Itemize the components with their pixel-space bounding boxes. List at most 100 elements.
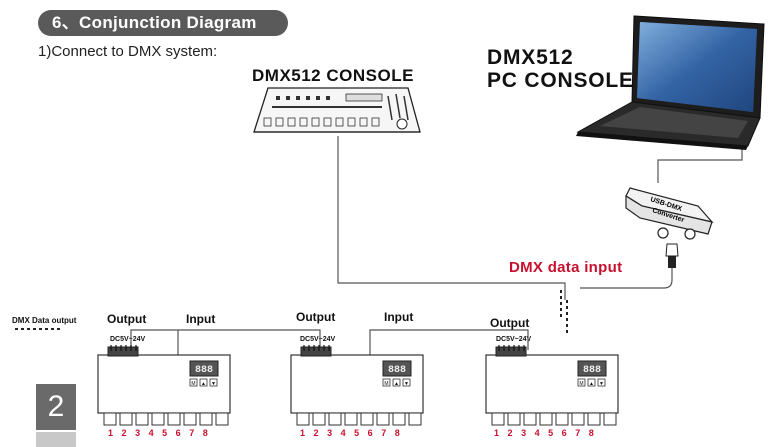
output-terminal bbox=[491, 412, 505, 426]
output-terminal bbox=[167, 412, 181, 426]
pc-console-label-line1: DMX512 bbox=[487, 46, 574, 69]
dmx-console bbox=[253, 87, 421, 133]
output-terminal bbox=[103, 412, 117, 426]
pin-number: 8 bbox=[202, 428, 208, 438]
subtitle: 1)Connect to DMX system: bbox=[38, 43, 218, 60]
control-button bbox=[199, 378, 208, 387]
pc-console-label-line2: PC CONSOLE bbox=[487, 69, 634, 92]
control-button-label: ▼ bbox=[404, 381, 409, 387]
pin-number: 4 bbox=[340, 428, 346, 438]
control-button bbox=[392, 378, 401, 387]
output-terminal bbox=[119, 412, 133, 426]
led-display bbox=[382, 360, 412, 377]
control-button-label: ▲ bbox=[589, 381, 594, 387]
converter-wire bbox=[580, 265, 673, 289]
page-number: 2 bbox=[36, 384, 76, 430]
usb-dmx-converter: USB-DMX Converter bbox=[625, 187, 714, 268]
console-wire bbox=[337, 136, 566, 300]
decoder-1-pin-numbers: 1 2 3 4 5 6 7 8 bbox=[108, 428, 208, 438]
output-terminal bbox=[376, 412, 390, 426]
page-strip bbox=[36, 432, 76, 447]
output-terminal bbox=[360, 412, 374, 426]
control-button bbox=[587, 378, 596, 387]
pin-number: 7 bbox=[381, 428, 387, 438]
dmx-console-label: DMX512 CONSOLE bbox=[252, 66, 414, 85]
control-button-label: ▲ bbox=[394, 381, 399, 387]
output-terminal bbox=[215, 412, 229, 426]
output-terminal bbox=[507, 412, 521, 426]
output-terminal bbox=[135, 412, 149, 426]
led-display-text: 888 bbox=[583, 365, 601, 376]
control-button-label: ▼ bbox=[211, 381, 216, 387]
pin-number: 4 bbox=[534, 428, 540, 438]
pin-number: 1 bbox=[300, 428, 306, 438]
output-terminal bbox=[199, 412, 213, 426]
wires bbox=[130, 136, 743, 360]
link-1-2-b bbox=[178, 329, 321, 350]
control-button-label: M bbox=[579, 381, 583, 387]
output-terminal bbox=[587, 412, 601, 426]
pin-number: 2 bbox=[507, 428, 513, 438]
control-button-label: ▼ bbox=[599, 381, 604, 387]
output-terminal bbox=[344, 412, 358, 426]
pin-number: 5 bbox=[162, 428, 168, 438]
pin-number: 3 bbox=[135, 428, 141, 438]
link-1-2-a bbox=[130, 329, 179, 360]
decoder-3-pin-numbers: 1 2 3 4 5 6 7 8 bbox=[494, 428, 594, 438]
output-terminal bbox=[523, 412, 537, 426]
pin-number: 8 bbox=[588, 428, 594, 438]
pin-number: 1 bbox=[108, 428, 114, 438]
output-terminal bbox=[328, 412, 342, 426]
decoder-2-pin-numbers: 1 2 3 4 5 6 7 8 bbox=[300, 428, 400, 438]
control-button bbox=[209, 378, 218, 387]
control-button bbox=[577, 378, 586, 387]
pin-number: 8 bbox=[394, 428, 400, 438]
output-terminal bbox=[408, 412, 422, 426]
pin-number: 7 bbox=[189, 428, 195, 438]
output-terminal bbox=[603, 412, 617, 426]
control-button bbox=[597, 378, 606, 387]
output-terminal bbox=[151, 412, 165, 426]
output-terminal bbox=[392, 412, 406, 426]
dmx-data-output-label: DMX Data output bbox=[12, 316, 77, 325]
power-terminal bbox=[495, 346, 527, 357]
control-button-label: M bbox=[384, 381, 388, 387]
dotted-connections bbox=[15, 290, 568, 335]
decoder-1-power-label: DC5V~24V bbox=[110, 336, 146, 343]
pin-number: 5 bbox=[354, 428, 360, 438]
decoder-1-output-label: Output bbox=[107, 312, 147, 326]
section-title: 6、Conjunction Diagram bbox=[38, 10, 288, 36]
pin-number: 1 bbox=[494, 428, 500, 438]
output-terminal bbox=[539, 412, 553, 426]
decoder-2-output-label: Output bbox=[296, 310, 336, 324]
pin-number: 6 bbox=[175, 428, 181, 438]
power-terminal bbox=[300, 346, 332, 357]
pc-console-label: DMX512 PC CONSOLE bbox=[487, 46, 634, 92]
control-button-label: ▲ bbox=[201, 381, 206, 387]
pin-number: 5 bbox=[548, 428, 554, 438]
control-button bbox=[189, 378, 198, 387]
output-terminal bbox=[183, 412, 197, 426]
control-button bbox=[382, 378, 391, 387]
decoder-3-output-label: Output bbox=[490, 316, 530, 330]
laptop-usb-wire bbox=[657, 140, 743, 183]
dmx-data-input-label: DMX data input bbox=[509, 259, 623, 276]
link-2-3 bbox=[369, 329, 529, 360]
pin-number: 3 bbox=[327, 428, 333, 438]
control-button-label: M bbox=[191, 381, 195, 387]
pin-number: 2 bbox=[313, 428, 319, 438]
laptop bbox=[576, 15, 765, 150]
control-button bbox=[402, 378, 411, 387]
led-display-text: 888 bbox=[388, 365, 406, 376]
decoder-2-power-label: DC5V~24V bbox=[300, 336, 336, 343]
output-terminal bbox=[555, 412, 569, 426]
output-terminal bbox=[571, 412, 585, 426]
led-display bbox=[577, 360, 607, 377]
pin-number: 7 bbox=[575, 428, 581, 438]
output-terminal bbox=[312, 412, 326, 426]
decoder-2-input-label: Input bbox=[384, 310, 414, 324]
